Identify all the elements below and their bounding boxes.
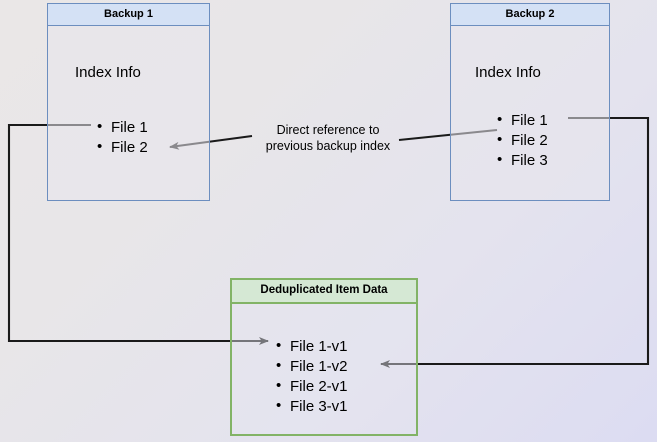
backup-1-header: Backup 1: [48, 4, 209, 26]
deduplicated-item-data-body: File 1-v1 File 1-v2 File 2-v1 File 3-v1: [232, 304, 416, 434]
deduplicated-item-data-box[interactable]: Deduplicated Item Data File 1-v1 File 1-…: [230, 278, 418, 436]
backup-2-header: Backup 2: [451, 4, 609, 26]
backup-1-index-title: Index Info: [75, 64, 141, 81]
list-item: File 1: [95, 117, 148, 138]
list-item: File 2-v1: [274, 376, 348, 397]
backup-2-body: Index Info File 1 File 2 File 3: [451, 26, 609, 200]
list-item: File 2: [95, 137, 148, 158]
backup-1-box[interactable]: Backup 1 Index Info File 1 File 2: [47, 3, 210, 201]
backup-1-file-list: File 1 File 2: [95, 117, 148, 158]
backup-2-box[interactable]: Backup 2 Index Info File 1 File 2 File 3: [450, 3, 610, 201]
list-item: File 3: [495, 150, 548, 171]
direct-reference-annotation: Direct reference to previous backup inde…: [248, 122, 408, 154]
list-item: File 3-v1: [274, 396, 348, 417]
dedup-file-list: File 1-v1 File 1-v2 File 2-v1 File 3-v1: [274, 336, 348, 417]
list-item: File 2: [495, 130, 548, 151]
deduplicated-item-data-header: Deduplicated Item Data: [232, 280, 416, 304]
backup-2-index-title: Index Info: [475, 64, 541, 81]
list-item: File 1-v2: [274, 356, 348, 377]
backup-2-file-list: File 1 File 2 File 3: [495, 110, 548, 171]
backup-1-body: Index Info File 1 File 2: [48, 26, 209, 200]
list-item: File 1: [495, 110, 548, 131]
direct-reference-line-2: previous backup index: [265, 139, 391, 153]
list-item: File 1-v1: [274, 336, 348, 357]
direct-reference-line-1: Direct reference to: [276, 123, 380, 137]
